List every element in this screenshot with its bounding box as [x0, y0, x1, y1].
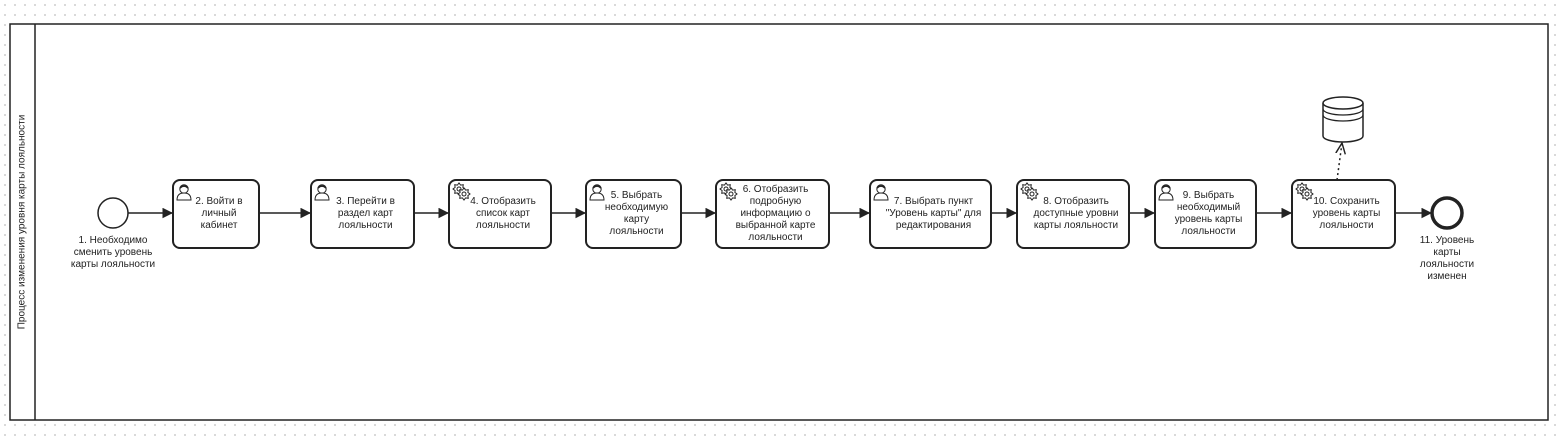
tasks — [172, 179, 1396, 249]
task-10[interactable] — [1291, 179, 1396, 249]
user-icon — [1158, 184, 1174, 201]
pool-label: Процесс изменения уровня карты лояльност… — [17, 115, 28, 330]
gear-icon — [452, 182, 471, 201]
user-icon — [873, 184, 889, 201]
task-box[interactable] — [1154, 179, 1257, 249]
database-ring-1 — [1322, 108, 1364, 116]
task-2[interactable] — [172, 179, 260, 249]
task-5[interactable] — [585, 179, 682, 249]
task-box[interactable] — [172, 179, 260, 249]
task-box[interactable] — [715, 179, 830, 249]
user-icon — [589, 184, 605, 201]
task-3[interactable] — [310, 179, 415, 249]
user-icon — [176, 184, 192, 201]
data-association[interactable] — [1337, 143, 1342, 181]
start-event[interactable] — [97, 197, 129, 229]
user-icon — [314, 184, 330, 201]
task-7[interactable] — [869, 179, 992, 249]
task-box[interactable] — [585, 179, 682, 249]
task-box[interactable] — [448, 179, 552, 249]
task-6[interactable] — [715, 179, 830, 249]
task-box[interactable] — [869, 179, 992, 249]
database-top — [1322, 96, 1364, 110]
task-box[interactable] — [1016, 179, 1130, 249]
data-store[interactable] — [1322, 96, 1364, 143]
task-box[interactable] — [310, 179, 415, 249]
end-event[interactable] — [1430, 196, 1464, 230]
task-8[interactable] — [1016, 179, 1130, 249]
gear-icon — [1295, 182, 1314, 201]
gear-icon — [719, 182, 738, 201]
task-9[interactable] — [1154, 179, 1257, 249]
gear-icon — [1020, 182, 1039, 201]
database-ring-2 — [1322, 114, 1364, 122]
task-4[interactable] — [448, 179, 552, 249]
task-box[interactable] — [1291, 179, 1396, 249]
